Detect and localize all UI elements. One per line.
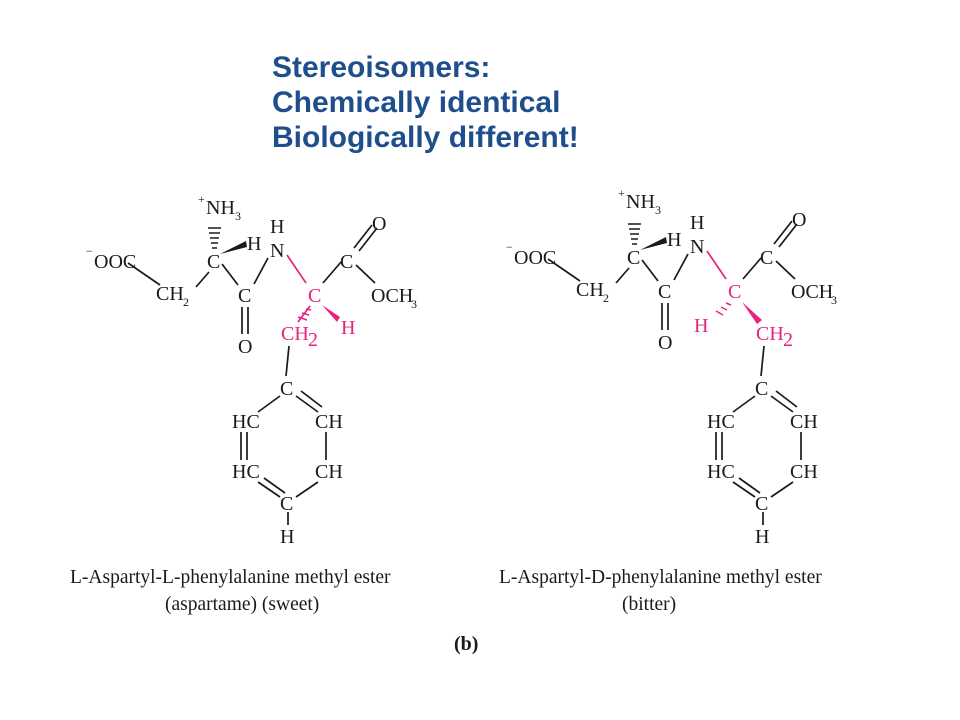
asp-ch2: CH	[156, 283, 184, 305]
phe-ch2-sub-2: 2	[783, 329, 793, 351]
title-line-3: Biologically different!	[272, 121, 579, 154]
carboxylate-ooc: OOC	[94, 251, 136, 273]
amino-nh-2: NH	[626, 191, 655, 213]
phe-alpha-h-2: H	[694, 315, 708, 337]
amino-sub-2: 3	[655, 203, 661, 217]
ring-ch-lower-2: CH	[790, 461, 818, 483]
amino-sub: 3	[235, 209, 241, 223]
wedge-bond-asp-h-2	[640, 237, 667, 250]
amide-h: H	[270, 216, 284, 238]
phe-ch2-sub: 2	[308, 329, 318, 351]
bonds-aspartame	[127, 224, 378, 525]
methoxy-sub: 3	[411, 297, 417, 311]
phe-alpha-carbon: C	[308, 285, 321, 307]
caption-bitter-taste: (bitter)	[622, 594, 676, 615]
hashed-bond-phe-ch2	[297, 308, 312, 321]
amide-nitrogen-2: N	[690, 236, 704, 258]
asp-alpha-carbon-2: C	[627, 247, 640, 269]
wedge-bond-phe-h	[322, 305, 340, 322]
amide-oxygen-2: O	[658, 332, 672, 354]
title-line-1: Stereoisomers:	[272, 51, 491, 84]
ring-hc-lower-2: HC	[707, 461, 735, 483]
minus-charge: −	[86, 244, 93, 258]
asp-ch2-2: CH	[576, 279, 604, 301]
hashed-bond-nh3	[208, 227, 221, 249]
amide-carbon: C	[238, 285, 251, 307]
ring-hc-lower: HC	[232, 461, 260, 483]
phe-ch2-2: CH	[756, 323, 784, 345]
phe-ch2: CH	[281, 323, 309, 345]
hashed-bond-phe-h-2	[715, 302, 732, 316]
wedge-bond-asp-h	[220, 241, 247, 254]
asp-alpha-h: H	[247, 233, 261, 255]
methoxy: OCH	[371, 285, 413, 307]
ring-ipso-carbon-2: C	[755, 378, 768, 400]
caption-bitter-name: L-Aspartyl-D-phenylalanine methyl ester	[499, 567, 822, 588]
caption-aspartame-name: L-Aspartyl-L-phenylalanine methyl ester	[70, 567, 391, 588]
wedge-bond-phe-ch2-2	[742, 302, 762, 324]
caption-aspartame-taste: (aspartame) (sweet)	[165, 594, 319, 615]
ring-para-carbon: C	[280, 493, 293, 515]
ester-carbon: C	[340, 251, 353, 273]
ring-ipso-carbon: C	[280, 378, 293, 400]
carboxylate-ooc-2: OOC	[514, 247, 556, 269]
asp-alpha-h-2: H	[667, 229, 681, 251]
ring-ch-upper: CH	[315, 411, 343, 433]
molecule-aspartame: + NH 3 − OOC C H CH 2 C O H N C H C O OC…	[86, 192, 417, 548]
molecule-bitter: + NH 3 − OOC C H CH 2 C O H N C H C O OC…	[506, 186, 837, 548]
ring-para-carbon-2: C	[755, 493, 768, 515]
plus-charge: +	[198, 192, 205, 206]
phe-alpha-h: H	[341, 317, 355, 339]
ring-ch-upper-2: CH	[790, 411, 818, 433]
ester-carbon-2: C	[760, 247, 773, 269]
ring-hc-upper-2: HC	[707, 411, 735, 433]
amino-nh: NH	[206, 197, 235, 219]
phe-alpha-carbon-2: C	[728, 281, 741, 303]
ring-hc-upper: HC	[232, 411, 260, 433]
hashed-bond-nh3-2	[628, 223, 641, 245]
plus-charge-2: +	[618, 186, 625, 200]
methoxy-sub-2: 3	[831, 293, 837, 307]
methoxy-2: OCH	[791, 281, 833, 303]
amide-h-2: H	[690, 212, 704, 234]
amide-nitrogen: N	[270, 240, 284, 262]
asp-ch2-sub: 2	[183, 295, 189, 309]
bonds-bitter	[547, 220, 802, 525]
asp-ch2-sub-2: 2	[603, 291, 609, 305]
title-line-2: Chemically identical	[272, 86, 561, 119]
amide-oxygen: O	[238, 336, 252, 358]
slide-title: Stereoisomers: Chemically identical Biol…	[272, 50, 579, 155]
panel-label: (b)	[454, 633, 478, 655]
minus-charge-2: −	[506, 240, 513, 254]
ring-para-h: H	[280, 526, 294, 548]
ring-ch-lower: CH	[315, 461, 343, 483]
ring-para-h-2: H	[755, 526, 769, 548]
asp-alpha-carbon: C	[207, 251, 220, 273]
amide-carbon-2: C	[658, 281, 671, 303]
